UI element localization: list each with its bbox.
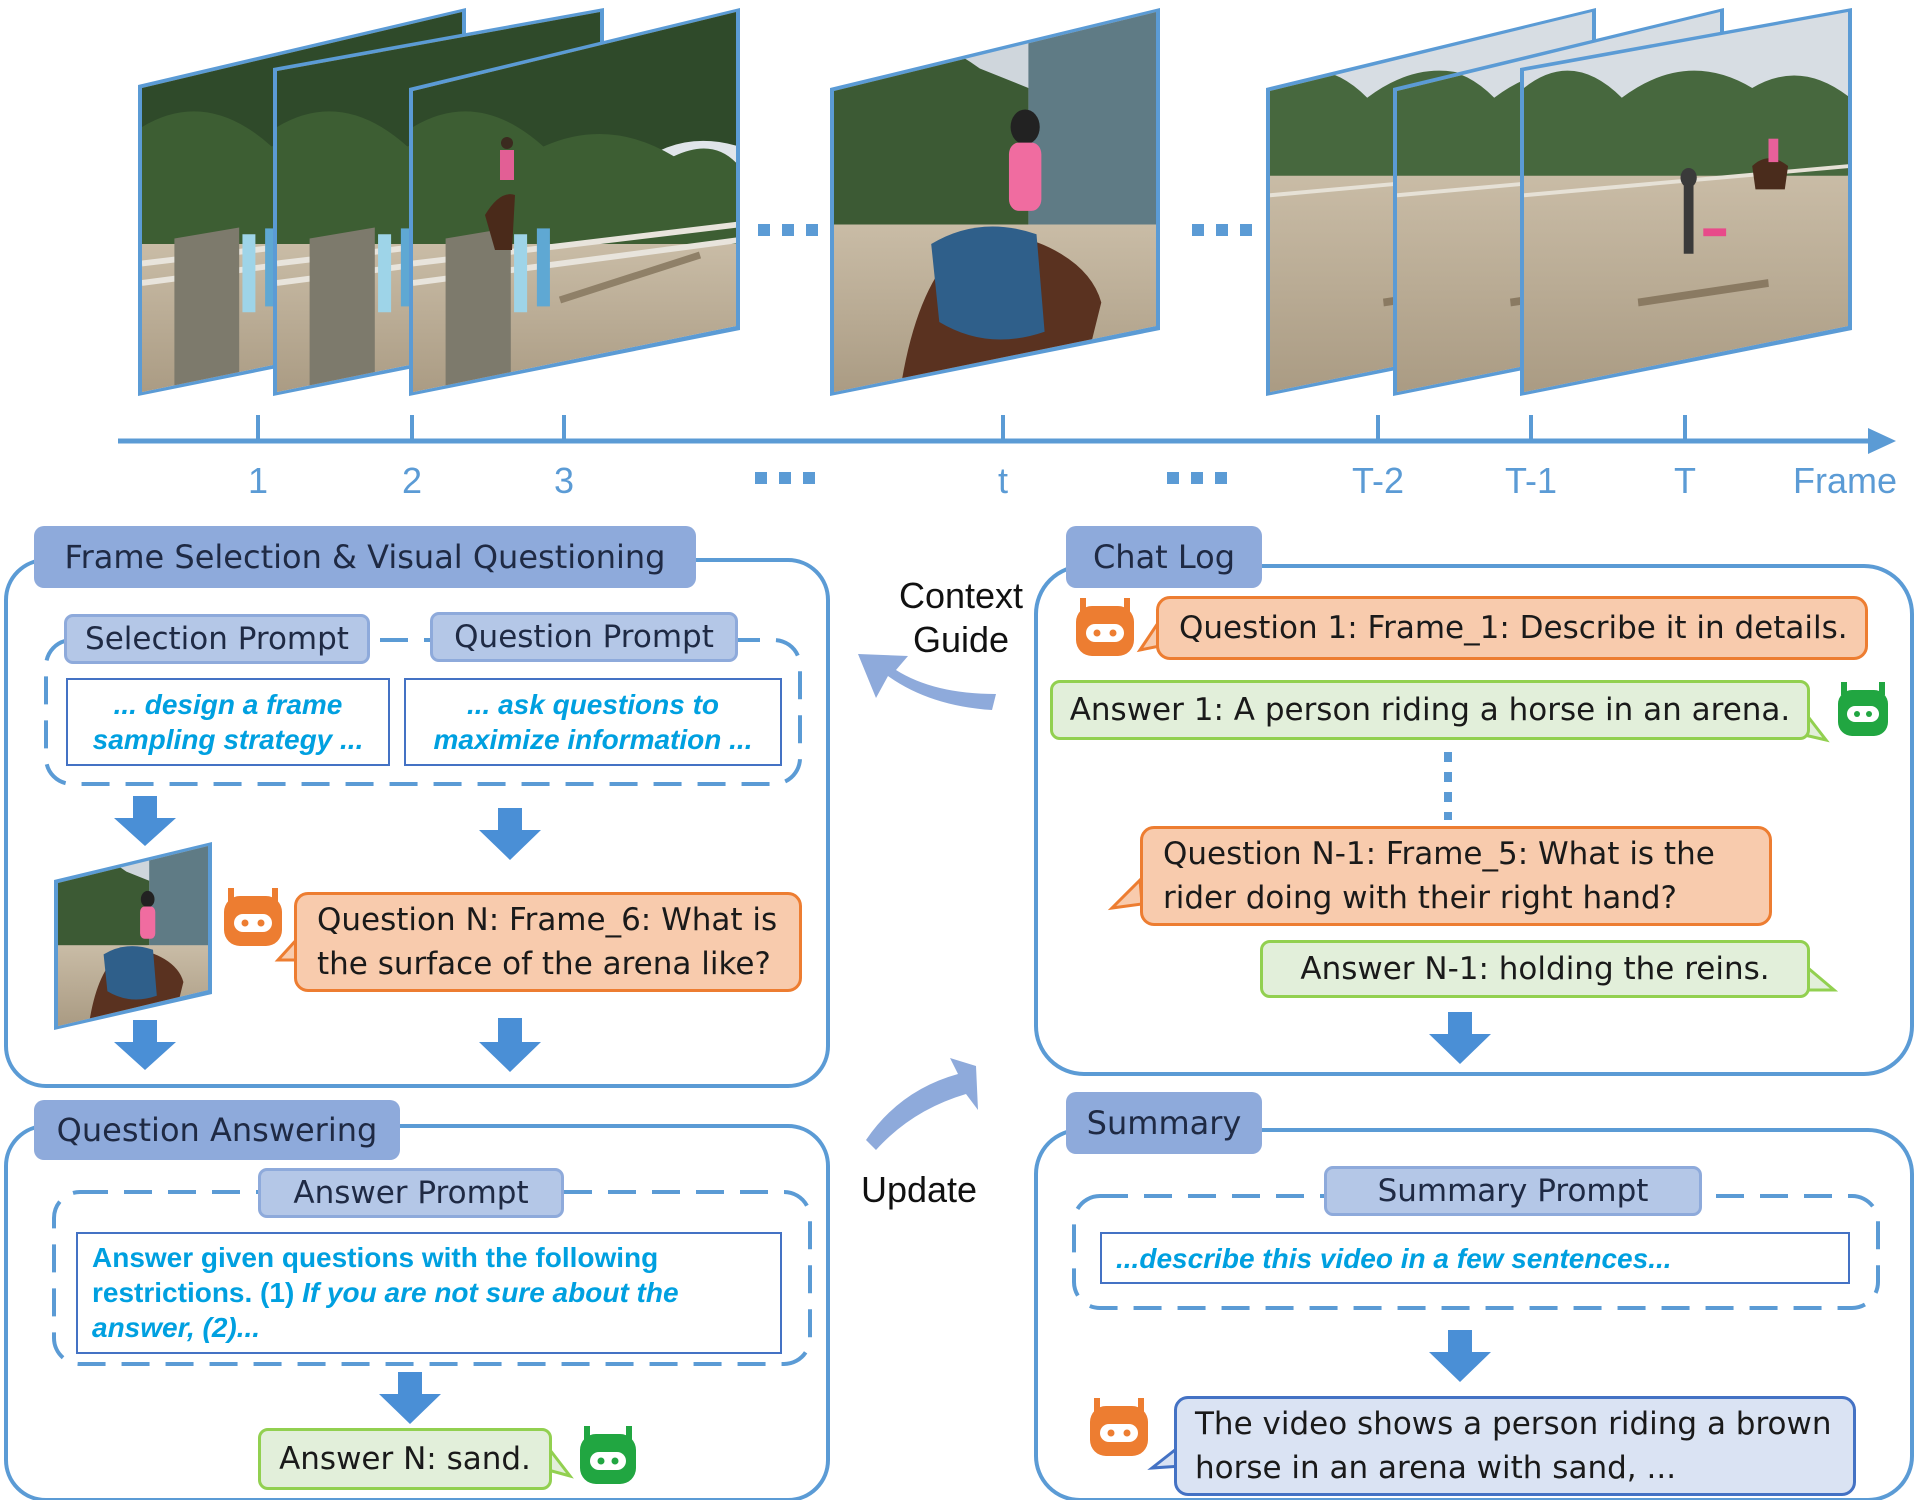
answer-1-bubble: Answer 1: A person riding a horse in an … — [1050, 680, 1810, 740]
question-answering-title: Question Answering — [34, 1100, 400, 1160]
answer-n-bubble: Answer N: sand. — [258, 1428, 552, 1490]
selection-prompt-text: ... design a frame sampling strategy ... — [66, 678, 390, 766]
tick-label-T-2: T-2 — [1351, 460, 1404, 501]
frame-selection-title: Frame Selection & Visual Questioning — [34, 526, 696, 588]
video-frame-t — [830, 8, 1160, 396]
down-arrow-icon — [1429, 1012, 1491, 1064]
context-guide-label: Context Guide — [898, 575, 1024, 660]
video-frame-3 — [409, 8, 740, 396]
update-curved-arrow-icon — [866, 1058, 978, 1150]
question-prompt-text: ... ask questions to maximize informatio… — [404, 678, 782, 766]
robot-icon-orange — [1090, 1398, 1148, 1456]
tick-label-1: 1 — [247, 460, 269, 501]
down-arrow-icon — [1429, 1330, 1491, 1382]
question-n-bubble: Question N: Frame_6: What is the surface… — [294, 892, 802, 992]
robot-icon-orange — [1076, 598, 1134, 656]
update-label: Update — [860, 1169, 978, 1210]
down-arrow-icon — [479, 1018, 541, 1072]
summary-prompt-text: ...describe this video in a few sentence… — [1100, 1232, 1850, 1284]
question-1-bubble: Question 1: Frame_1: Describe it in deta… — [1156, 596, 1868, 660]
robot-icon-green — [1838, 682, 1888, 736]
bubble-tail — [1806, 964, 1839, 992]
tick-label-T-1: T-1 — [1504, 460, 1557, 501]
tick-label-2: 2 — [401, 460, 423, 501]
down-arrow-icon — [479, 808, 541, 860]
down-arrow-icon — [379, 1372, 441, 1424]
down-arrow-icons — [114, 796, 1491, 1424]
answer-prompt-text-plain: Answer given questions with the followin… — [92, 1242, 659, 1308]
summary-prompt-label: Summary Prompt — [1324, 1166, 1702, 1216]
timeline-axis-label: Frame — [1792, 460, 1897, 501]
context-guide-curved-arrow-icon — [858, 654, 996, 710]
answer-n-1-bubble: Answer N-1: holding the reins. — [1260, 940, 1810, 998]
down-arrow-icon — [114, 796, 176, 846]
answer-prompt-text-italic: If you are not sure about the answer, (2… — [92, 1277, 679, 1343]
bubble-tail — [1107, 876, 1144, 911]
answer-prompt-label: Answer Prompt — [258, 1168, 564, 1218]
question-prompt-label: Question Prompt — [430, 612, 738, 662]
summary-panel — [1034, 1128, 1914, 1500]
tick-label-3: 3 — [553, 460, 575, 501]
timeline-axis — [118, 415, 1896, 454]
frames-ellipsis — [758, 224, 1252, 236]
chat-log-title: Chat Log — [1066, 526, 1262, 588]
summary-output-bubble: The video shows a person riding a brown … — [1174, 1396, 1856, 1496]
question-n-1-bubble: Question N-1: Frame_5: What is the rider… — [1140, 826, 1772, 926]
question-answering-panel — [4, 1124, 830, 1500]
selection-prompt-label: Selection Prompt — [64, 614, 370, 664]
down-arrow-icon — [114, 1020, 176, 1070]
robot-icon-orange — [224, 888, 282, 946]
tick-label-T: T — [1674, 460, 1696, 501]
summary-title: Summary — [1066, 1092, 1262, 1154]
video-frame-T — [1520, 8, 1852, 396]
chat-log-panel — [1034, 564, 1914, 1076]
timeline-ellipsis — [755, 472, 1227, 484]
selected-frame-thumbnail — [54, 842, 212, 1030]
answer-prompt-text: Answer given questions with the followin… — [76, 1232, 782, 1354]
tick-label-t: t — [997, 460, 1008, 501]
robot-icon-green — [580, 1426, 636, 1484]
